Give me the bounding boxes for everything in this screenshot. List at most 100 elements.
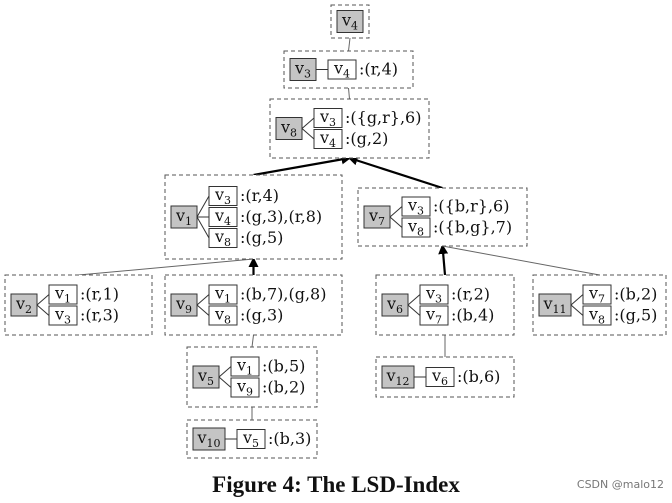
entry-child-label: v4 — [333, 59, 350, 81]
entry-connector — [196, 304, 210, 316]
entry-child-box — [208, 284, 238, 305]
tree-edge-v11-v7 — [442, 245, 600, 276]
entry-child-box — [208, 305, 238, 326]
entry-connector — [36, 304, 50, 316]
entry-child-label: v9 — [236, 377, 253, 399]
entry-connector — [196, 195, 210, 218]
entry-connector — [301, 117, 315, 129]
entry-child-box — [419, 284, 449, 305]
entry-child-label: v4 — [214, 206, 231, 228]
entry-child-box — [313, 129, 343, 149]
entry-connector — [407, 304, 421, 316]
entry-connector — [196, 294, 210, 306]
arrow-edge-v7-v8 — [347, 155, 443, 190]
watermark: CSDN @malo12 — [576, 478, 664, 491]
node-head-label: v7 — [368, 206, 385, 228]
entry-connector — [36, 294, 50, 306]
tree-edge-v4-v3 — [348, 37, 351, 52]
entry-child-label: v7 — [425, 305, 442, 327]
index-node-v10: v10 v5 :(b,3) — [186, 419, 318, 459]
node-head-label: v1 — [175, 206, 192, 228]
entry-connector — [218, 366, 232, 378]
entry-weight-label: :(g,2) — [345, 129, 388, 148]
entry-child-label: v3 — [407, 196, 424, 218]
entry-connector — [570, 294, 584, 306]
entry-child-box — [48, 305, 78, 326]
entry-child-label: v6 — [431, 366, 448, 388]
entry-weight-label: :(g,5) — [614, 306, 657, 325]
entry-weight-label: :(b,4) — [451, 306, 494, 325]
entry-weight-label: :(b,2) — [262, 378, 305, 397]
figure-caption: Figure 4: The LSD-Index — [212, 472, 460, 497]
node-head-label: v8 — [280, 118, 297, 140]
arrow-edge-v6-v7 — [438, 244, 449, 276]
entry-child-box — [208, 186, 238, 206]
entry-child-box — [230, 356, 260, 377]
entry-child-label: v1 — [214, 284, 231, 306]
entry-weight-label: :(r,2) — [451, 285, 490, 304]
tree-edge-v9-v5 — [251, 334, 254, 348]
node-head-label: v10 — [196, 428, 220, 450]
entry-child-box — [236, 429, 266, 449]
node-boundary — [269, 98, 430, 159]
node-head-label: v11 — [542, 294, 566, 316]
entry-child-box — [582, 284, 612, 305]
entry-weight-label: :(g,3),(r,8) — [240, 207, 322, 226]
entry-weight-label: :({b,g},7) — [433, 218, 512, 237]
node-head-label: v6 — [386, 294, 403, 316]
entry-weight-label: :({g,r},6) — [345, 108, 421, 127]
node-head-label: v2 — [15, 294, 32, 316]
node-head-label: v12 — [385, 366, 409, 388]
entry-child-label: v1 — [54, 284, 71, 306]
entry-connector — [407, 294, 421, 306]
entry-child-box — [48, 284, 78, 305]
entry-child-box — [425, 367, 455, 387]
entry-child-label: v3 — [54, 305, 71, 327]
entry-connector — [218, 376, 232, 388]
entry-child-box — [327, 59, 357, 80]
node-head-box — [336, 10, 364, 33]
arrow-edge-v1-v8 — [253, 154, 352, 177]
entry-child-label: v8 — [214, 305, 231, 327]
entry-child-box — [419, 305, 449, 326]
node-head-label: v5 — [197, 366, 214, 388]
entry-connector — [301, 128, 315, 140]
entry-weight-label: :(g,5) — [240, 228, 283, 247]
entry-connector — [570, 304, 584, 316]
entry-child-label: v1 — [236, 356, 253, 378]
tree-edge-v3-v8 — [348, 87, 350, 100]
index-node-v6: v6 v3 :(r,2) v7 :(b,4) — [375, 274, 515, 336]
index-node-v11: v11 v7 :(b,2) v8 :(g,5) — [532, 274, 667, 336]
index-node-v4: v4 — [330, 4, 370, 39]
entry-weight-label: :(b,7),(g,8) — [240, 285, 326, 304]
entry-connector — [389, 216, 403, 228]
entry-weight-label: :(b,2) — [614, 285, 657, 304]
entry-child-label: v5 — [242, 428, 259, 450]
entry-child-label: v8 — [588, 305, 605, 327]
entry-child-box — [401, 196, 431, 217]
node-head-label: v4 — [341, 11, 358, 33]
entry-weight-label: :(b,6) — [457, 367, 500, 386]
entry-weight-label: :(b,3) — [268, 429, 311, 448]
entry-child-label: v3 — [425, 284, 442, 306]
entry-child-label: v8 — [214, 227, 231, 249]
entry-child-box — [230, 377, 260, 398]
entry-child-label: v7 — [588, 284, 605, 306]
entry-weight-label: :(g,3) — [240, 306, 283, 325]
entry-child-box — [208, 228, 238, 248]
entry-child-box — [401, 217, 431, 238]
entry-weight-label: :(r,1) — [80, 285, 119, 304]
entry-child-label: v4 — [319, 128, 336, 150]
entry-weight-label: :(r,4) — [359, 60, 398, 79]
entry-connector — [196, 216, 210, 239]
index-node-v12: v12 v6 :(b,6) — [375, 356, 515, 398]
entry-child-label: v3 — [214, 185, 231, 207]
entry-weight-label: :(r,4) — [240, 186, 279, 205]
tree-edge-v2-v1 — [78, 258, 254, 276]
